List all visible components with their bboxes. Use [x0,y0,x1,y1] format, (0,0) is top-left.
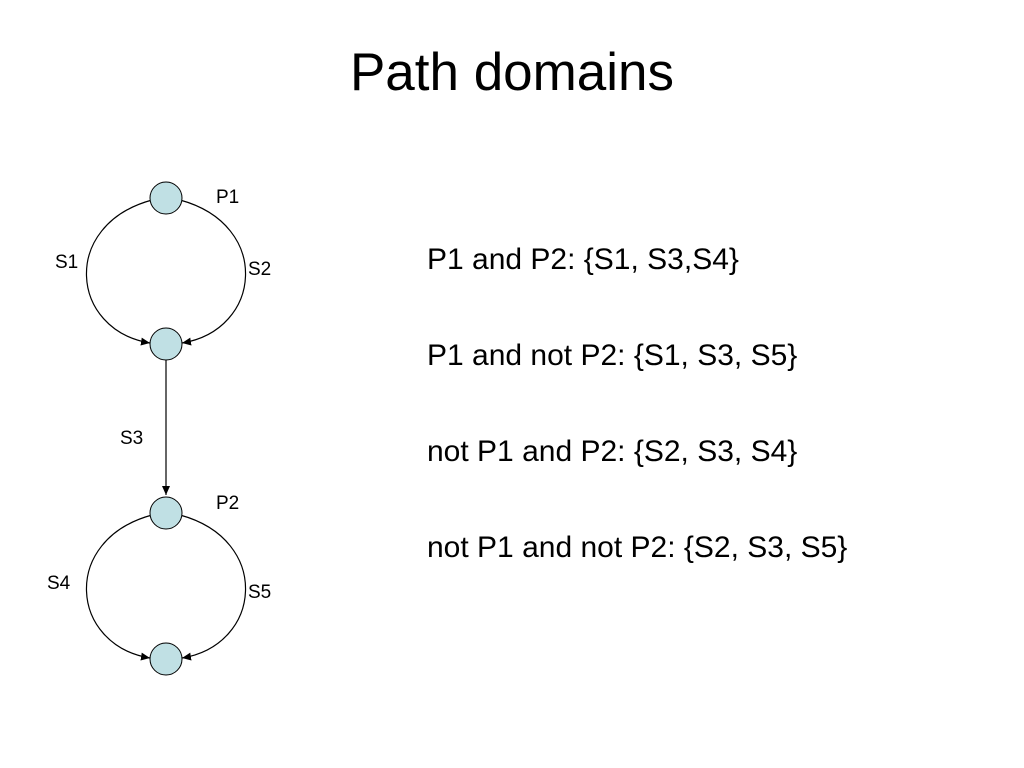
path-domain-item: P1 and P2: {S1, S3,S4} [427,243,739,276]
node-p2 [149,496,183,530]
control-flow-graph: P1 P2 S1 S2 S3 S4 S5 [47,181,271,676]
edge-label-s2: S2 [248,259,271,280]
path-domain-item: not P1 and P2: {S2, S3, S4} [427,435,798,468]
edge-label-s4: S4 [47,573,71,594]
edge-label-s3: S3 [120,428,143,449]
edge-s1 [85,199,153,346]
edge-s5 [179,514,247,661]
node-label-p2: P2 [216,493,239,514]
edge-s4 [85,514,153,661]
node-join-1 [149,327,183,361]
path-domain-list: P1 and P2: {S1, S3,S4} P1 and not P2: {S… [427,242,847,626]
slide-title: Path domains [349,43,675,102]
path-domain-item: P1 and not P2: {S1, S3, S5} [427,339,798,372]
edge-s2 [179,199,247,346]
edge-label-s5: S5 [248,582,271,603]
node-exit [149,642,183,676]
path-domain-item: not P1 and not P2: {S2, S3, S5} [427,531,848,564]
node-p1 [149,181,183,215]
node-label-p1: P1 [216,187,239,208]
edge-label-s1: S1 [55,252,78,273]
